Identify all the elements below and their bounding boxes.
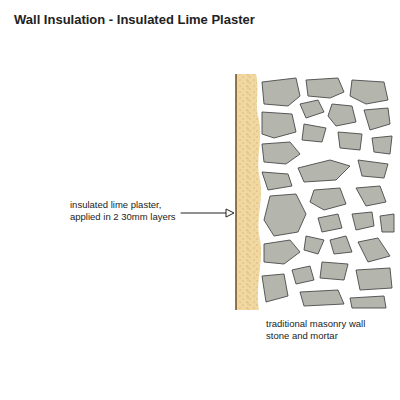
part-label: traditional masonry wall stone and morta… xyxy=(266,318,384,343)
leader-arrow xyxy=(181,209,234,217)
masonry-stones xyxy=(262,78,394,308)
plaster-layer xyxy=(236,74,261,310)
diagram-title: Wall Insulation - Insulated Lime Plaster xyxy=(14,12,255,29)
callout-label: insulated lime plaster, applied in 2 30m… xyxy=(70,199,192,224)
